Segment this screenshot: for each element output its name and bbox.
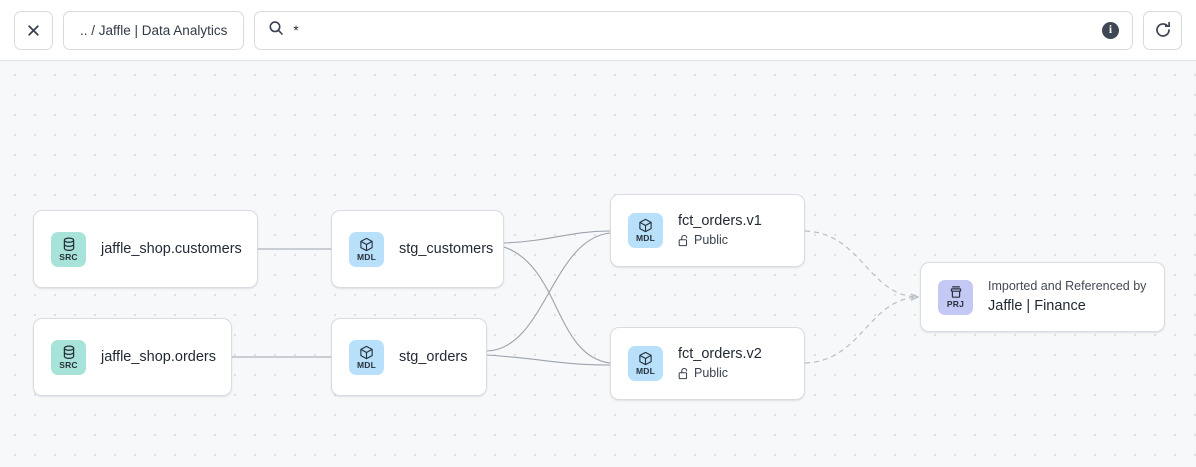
cube-icon (359, 237, 374, 252)
edge-stg-orders-fct-v2 (486, 354, 611, 366)
node-title: jaffle_shop.orders (101, 348, 217, 365)
badge-mdl: MDL (628, 213, 663, 248)
node-title: stg_orders (399, 348, 468, 365)
refresh-icon (1154, 21, 1172, 39)
node-title: fct_orders.v2 (678, 346, 762, 362)
node-body: Imported and Referenced by Jaffle | Fina… (988, 279, 1146, 315)
node-body: fct_orders.v1 Public (678, 213, 762, 248)
node-title: jaffle_shop.customers (101, 240, 242, 257)
badge-label: SRC (59, 359, 78, 370)
badge-src: SRC (51, 231, 86, 267)
unlock-icon (678, 367, 689, 380)
node-title: Jaffle | Finance (988, 298, 1086, 314)
node-body: jaffle_shop.orders (101, 349, 216, 366)
badge-src: SRC (51, 339, 86, 375)
edge-stg-customers-fct-v1 (503, 230, 611, 244)
badge-prj: PRJ (938, 279, 973, 315)
badge-mdl: MDL (349, 231, 384, 267)
node-visibility: Public (678, 366, 762, 381)
node-visibility: Public (678, 233, 762, 248)
node-caption: Imported and Referenced by (988, 279, 1147, 293)
node-title: fct_orders.v1 (678, 213, 762, 229)
badge-label: MDL (356, 359, 376, 370)
node-title: stg_customers (399, 240, 494, 257)
database-icon (62, 344, 76, 360)
close-icon (26, 23, 41, 38)
node-fct-orders-v2[interactable]: MDL fct_orders.v2 Public (610, 327, 805, 400)
node-stg-customers[interactable]: MDL stg_customers (331, 210, 504, 288)
node-stg-orders[interactable]: MDL stg_orders (331, 318, 487, 396)
badge-label: MDL (635, 233, 655, 243)
refresh-button[interactable] (1143, 10, 1182, 50)
node-jaffle-shop-orders[interactable]: SRC jaffle_shop.orders (33, 318, 232, 396)
close-button[interactable] (14, 10, 53, 50)
badge-label: PRJ (946, 299, 965, 309)
info-icon[interactable]: i (1102, 21, 1119, 39)
breadcrumb[interactable]: .. / Jaffle | Data Analytics (63, 10, 245, 50)
node-body: stg_orders (399, 349, 468, 366)
toolbar: .. / Jaffle | Data Analytics i (0, 0, 1196, 61)
node-project-jaffle-finance[interactable]: PRJ Imported and Referenced by Jaffle | … (920, 262, 1165, 332)
cube-icon (359, 345, 374, 360)
search-input[interactable] (293, 22, 1093, 38)
unlock-icon (678, 234, 689, 247)
edge-stg-customers-fct-v2 (503, 246, 611, 364)
badge-mdl: MDL (349, 339, 384, 375)
project-box-icon (949, 285, 963, 299)
search-icon (268, 20, 284, 41)
node-visibility-label: Public (694, 233, 729, 247)
edge-fct-v1-prj (804, 230, 918, 297)
node-fct-orders-v1[interactable]: MDL fct_orders.v1 Public (610, 194, 805, 267)
lineage-canvas[interactable]: SRC jaffle_shop.customers SRC jaffle_sho… (0, 61, 1196, 467)
cube-icon (638, 351, 653, 366)
cube-icon (638, 218, 653, 233)
badge-mdl: MDL (628, 346, 663, 381)
node-jaffle-shop-customers[interactable]: SRC jaffle_shop.customers (33, 210, 258, 288)
breadcrumb-label: .. / Jaffle | Data Analytics (80, 22, 228, 38)
badge-label: SRC (59, 251, 78, 262)
database-icon (62, 236, 76, 252)
badge-label: MDL (356, 251, 376, 262)
edge-fct-v2-prj (804, 297, 918, 364)
node-body: stg_customers (399, 241, 493, 258)
node-body: fct_orders.v2 Public (678, 346, 762, 381)
badge-label: MDL (635, 366, 655, 376)
node-visibility-label: Public (694, 366, 729, 380)
edge-stg-orders-fct-v1 (486, 232, 611, 352)
node-body: jaffle_shop.customers (101, 241, 242, 258)
search-bar[interactable]: i (254, 10, 1133, 50)
